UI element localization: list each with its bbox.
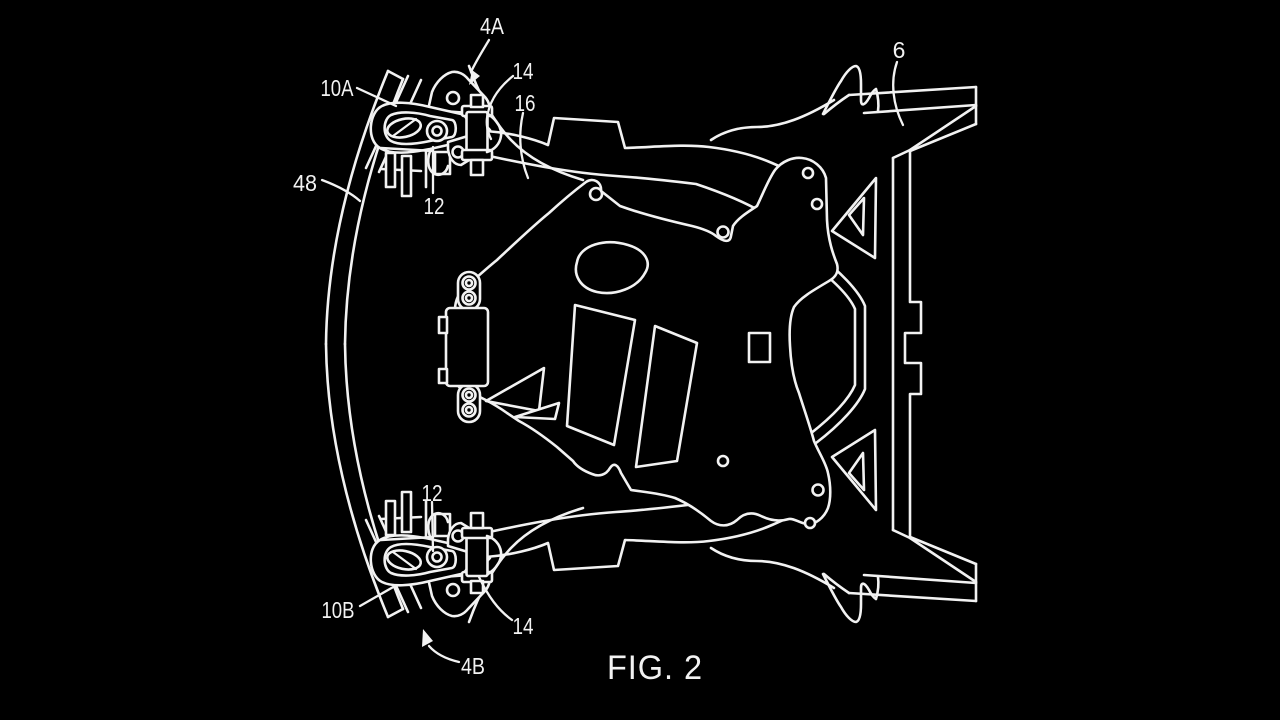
plate-cutout bbox=[513, 401, 561, 421]
bolt-hole bbox=[810, 197, 824, 211]
reference-labels: 4A 14 16 6 10A 48 12 12 10B 14 4B bbox=[293, 13, 905, 679]
plate-cutout bbox=[634, 324, 699, 469]
label-6: 6 bbox=[893, 37, 906, 63]
bolt-hole bbox=[803, 516, 817, 530]
label-12-lower: 12 bbox=[422, 480, 443, 506]
figure-caption: FIG. 2 bbox=[607, 649, 703, 687]
leader-10B bbox=[358, 584, 397, 608]
label-10B: 10B bbox=[322, 597, 355, 623]
leader-lines bbox=[320, 38, 905, 664]
leader-14-lower bbox=[477, 575, 514, 622]
bolt-hole bbox=[811, 483, 825, 497]
label-14-upper: 14 bbox=[513, 58, 534, 84]
leader-48 bbox=[320, 178, 362, 203]
leader-4B bbox=[427, 644, 461, 664]
label-10A: 10A bbox=[321, 75, 355, 101]
leader-12-lower bbox=[430, 500, 435, 553]
bolt-hole bbox=[801, 166, 815, 180]
grommet-mount bbox=[456, 382, 482, 424]
component-box bbox=[437, 306, 490, 388]
plate-cutout bbox=[565, 303, 637, 447]
leader-14-upper bbox=[485, 74, 515, 141]
label-14-lower: 14 bbox=[513, 613, 534, 639]
arrowhead-4A bbox=[469, 70, 480, 85]
label-12-upper: 12 bbox=[424, 193, 445, 219]
square-hole bbox=[747, 331, 772, 364]
label-4A: 4A bbox=[480, 13, 505, 39]
plate-cutout bbox=[484, 366, 546, 413]
leader-16 bbox=[519, 111, 530, 180]
label-4B: 4B bbox=[461, 653, 485, 679]
vertical-frame-rail bbox=[891, 148, 923, 540]
label-48: 48 bbox=[293, 170, 317, 196]
leader-6 bbox=[892, 60, 905, 127]
arrowhead-4B bbox=[422, 629, 433, 647]
subframe-plate bbox=[437, 156, 839, 530]
bolt-hole bbox=[716, 225, 730, 239]
leader-4A bbox=[469, 38, 491, 74]
bolt-hole bbox=[588, 186, 604, 202]
label-16: 16 bbox=[515, 90, 536, 116]
leader-10A bbox=[355, 86, 398, 108]
kidney-cutout bbox=[574, 241, 649, 295]
grommet-mount bbox=[456, 270, 482, 312]
bolt-hole bbox=[716, 454, 730, 468]
